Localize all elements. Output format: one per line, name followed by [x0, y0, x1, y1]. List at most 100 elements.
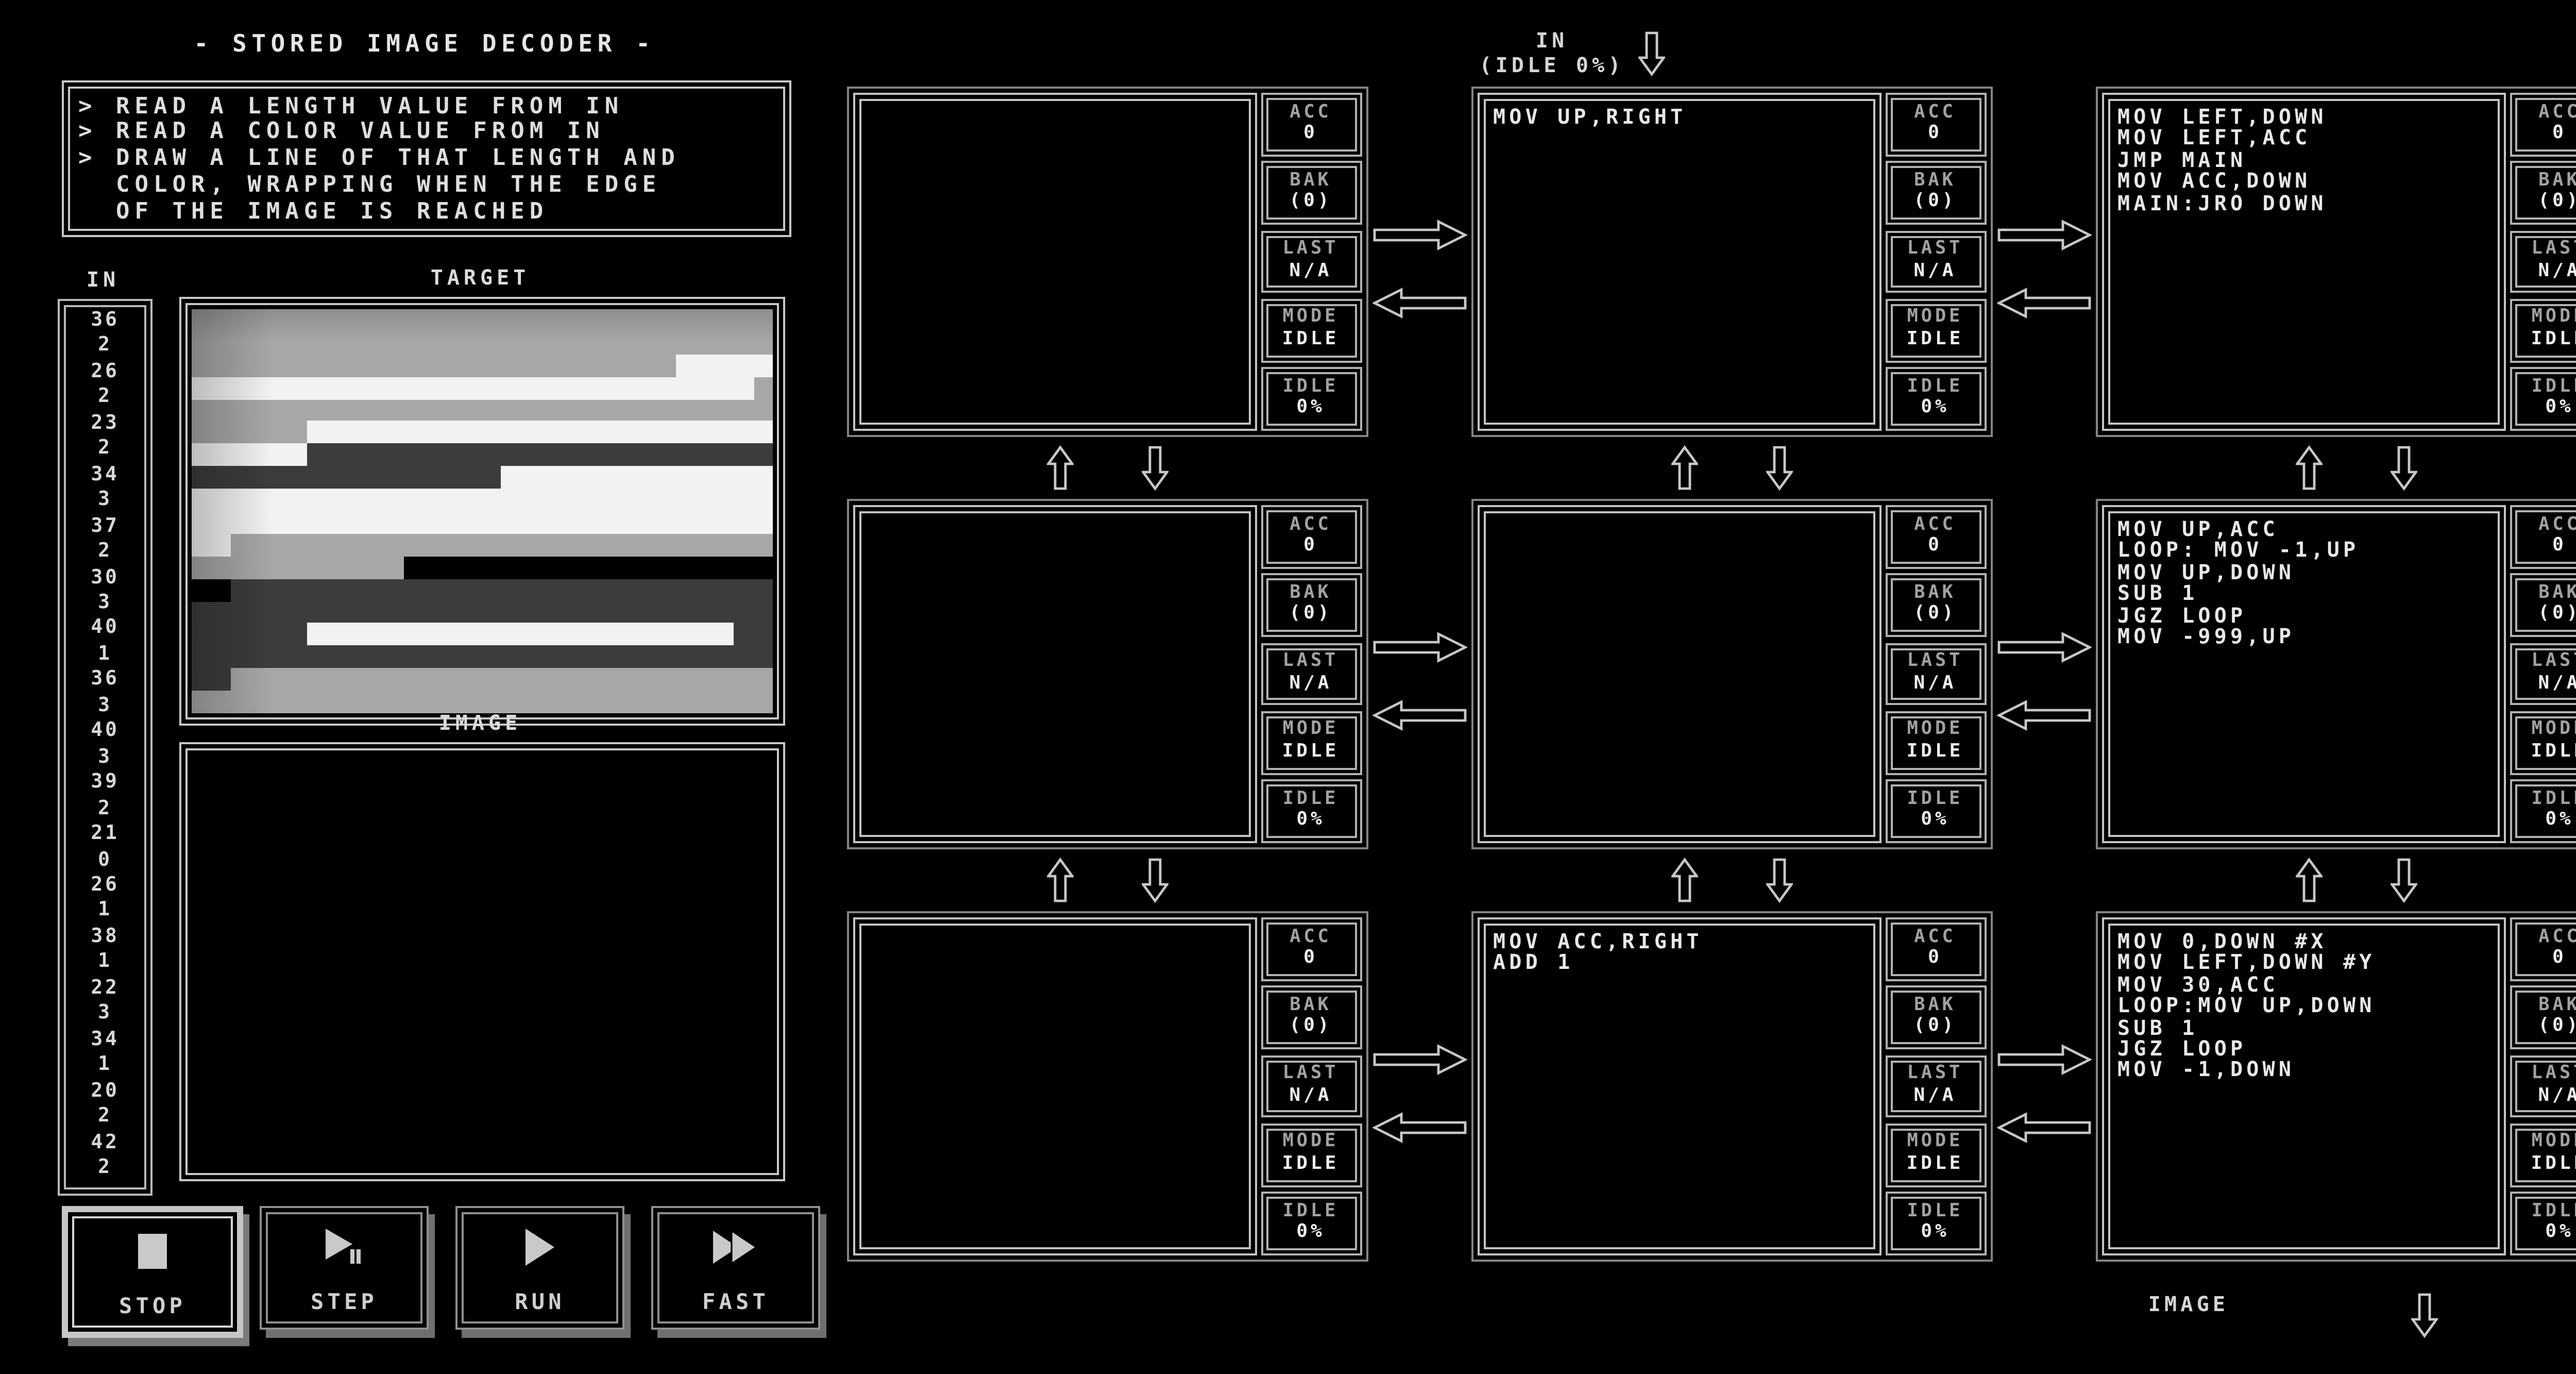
node-code-editor[interactable] — [1477, 505, 1880, 843]
register-label: ACC — [1290, 102, 1332, 123]
port-arrow-down-icon — [1765, 858, 1792, 903]
node-code-editor[interactable]: MOV 0,DOWN #X MOV LEFT,DOWN #Y MOV 30,AC… — [2101, 917, 2505, 1255]
node-code-editor[interactable] — [852, 93, 1256, 431]
target-pixel — [443, 511, 463, 534]
target-pixel — [501, 354, 521, 377]
target-pixel — [540, 489, 560, 511]
target-pixel — [715, 489, 734, 511]
target-pixel — [656, 668, 676, 691]
target-pixel — [385, 578, 405, 601]
port-arrow-up-icon — [1046, 445, 1073, 491]
target-pixel — [424, 399, 444, 422]
target-pixel — [753, 376, 773, 399]
register-label: IDLE — [1907, 1201, 1963, 1222]
button-label: RUN — [515, 1291, 565, 1315]
target-pixel — [734, 331, 754, 355]
register-value: 0% — [1921, 398, 1950, 420]
target-pixel — [560, 399, 579, 422]
target-pixel — [211, 578, 231, 601]
port-arrow-right-icon — [1371, 631, 1466, 664]
run-button[interactable]: RUN — [455, 1206, 624, 1330]
port-arrow-left-icon — [1996, 287, 2091, 320]
target-pixel — [656, 376, 676, 399]
port-arrow-up-icon — [2295, 445, 2321, 491]
step-button[interactable]: STEP — [260, 1206, 429, 1330]
target-pixel — [675, 354, 696, 377]
target-pixel — [618, 466, 637, 489]
register-value: 0 — [2552, 124, 2567, 145]
target-pixel — [637, 578, 657, 601]
target-pixel — [211, 444, 231, 466]
target-pixel — [346, 623, 366, 646]
node-code-editor[interactable] — [852, 505, 1256, 843]
target-pixel — [734, 489, 754, 511]
target-pixel — [521, 511, 540, 534]
target-pixel — [463, 354, 482, 377]
node-code-editor[interactable]: MOV UP,ACC LOOP: MOV -1,UP MOV UP,DOWN S… — [2101, 505, 2505, 843]
target-pixel — [269, 331, 289, 355]
register-value: 0% — [2545, 1223, 2574, 1244]
target-pixel — [327, 489, 347, 511]
target-pixel — [308, 421, 328, 444]
target-pixel — [249, 646, 269, 668]
target-pixel — [598, 511, 618, 534]
target-pixel — [443, 646, 463, 668]
target-pixel — [598, 309, 618, 332]
register-label: MODE — [1282, 1132, 1339, 1153]
target-pixel — [424, 354, 444, 377]
target-pixel — [482, 668, 502, 691]
target-pixel — [521, 354, 540, 377]
node-code-editor[interactable]: MOV ACC,RIGHT ADD 1 — [1477, 917, 1880, 1255]
target-pixel — [327, 309, 347, 332]
target-pixel — [249, 376, 269, 399]
target-pixel — [443, 668, 463, 691]
target-pixel — [753, 309, 773, 332]
target-pixel — [598, 601, 618, 624]
node-code-editor[interactable]: MOV LEFT,DOWN MOV LEFT,ACC JMP MAIN MOV … — [2101, 93, 2505, 431]
target-pixel — [192, 668, 211, 691]
target-pixel — [366, 489, 385, 511]
target-pixel — [327, 533, 347, 557]
node-code-text — [1479, 507, 1878, 522]
target-pixel — [501, 444, 521, 466]
node-code-editor[interactable]: MOV UP,RIGHT — [1477, 93, 1880, 431]
target-pixel — [734, 511, 754, 534]
node-code-editor[interactable] — [852, 917, 1256, 1255]
target-pixel — [385, 601, 405, 624]
target-pixel — [269, 444, 289, 466]
register-label: BAK — [1914, 583, 1956, 604]
target-pixel — [637, 309, 657, 332]
target-pixel — [579, 646, 599, 668]
register-label: ACC — [1290, 514, 1332, 535]
target-pixel — [521, 489, 540, 511]
node-code-text: MOV ACC,RIGHT ADD 1 — [1493, 932, 1703, 976]
target-pixel — [598, 691, 618, 713]
target-pixel — [230, 668, 250, 691]
target-pixel — [385, 489, 405, 511]
target-pixel — [308, 331, 328, 355]
target-pixel — [230, 623, 250, 646]
target-pixel — [346, 601, 366, 624]
target-pixel — [269, 623, 289, 646]
target-pixel — [443, 489, 463, 511]
target-pixel — [482, 646, 502, 668]
target-pixel — [346, 421, 366, 444]
stop-button[interactable]: STOP — [62, 1206, 243, 1338]
target-pixel — [404, 668, 425, 691]
target-pixel — [366, 668, 385, 691]
target-pixel — [734, 578, 754, 601]
target-pixel — [598, 578, 618, 601]
fast-button[interactable]: FAST — [651, 1206, 820, 1330]
target-pixel — [327, 646, 347, 668]
register-bak: BAK(0) — [2509, 161, 2576, 225]
target-pixel — [695, 533, 715, 557]
register-label: ACC — [2538, 102, 2576, 123]
target-pixel — [385, 354, 405, 377]
register-label: LAST — [2531, 1064, 2576, 1085]
target-pixel — [288, 421, 308, 444]
